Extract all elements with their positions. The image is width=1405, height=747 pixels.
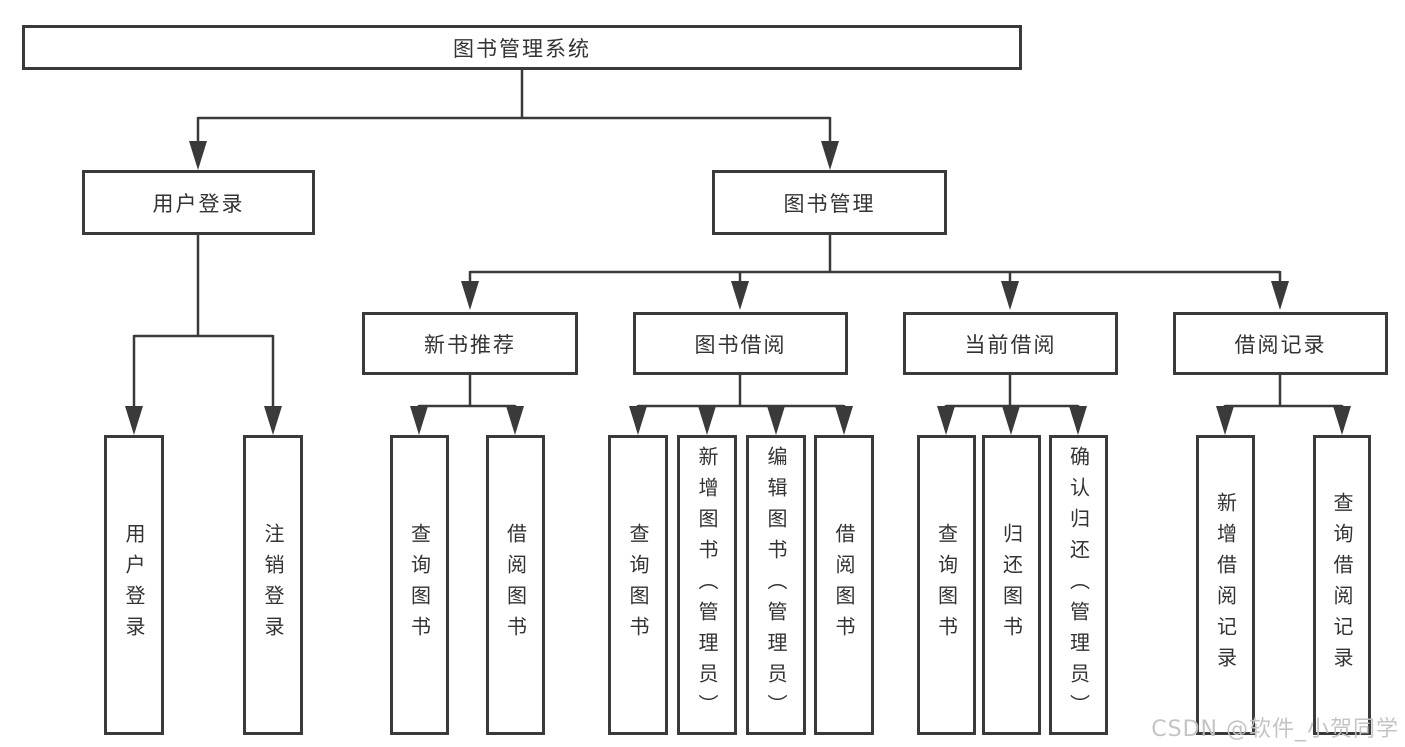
leaf-edit-book-admin: 编辑图书（管理员） xyxy=(746,435,806,735)
node-current-borrow-label: 当前借阅 xyxy=(964,332,1057,357)
node-new-book-recommend: 新书推荐 xyxy=(362,312,578,375)
leaf-query-book-1-label: 查询图书 xyxy=(407,523,432,647)
node-book-borrow-label: 图书借阅 xyxy=(694,332,787,357)
node-book-borrow: 图书借阅 xyxy=(633,312,848,375)
leaf-query-book-2: 查询图书 xyxy=(608,435,668,735)
leaf-return-book: 归还图书 xyxy=(982,435,1041,735)
arrowheads xyxy=(125,141,1351,435)
node-user-login: 用户登录 xyxy=(82,170,315,235)
node-user-login-label: 用户登录 xyxy=(152,191,245,216)
leaf-edit-book-admin-label: 编辑图书（管理员） xyxy=(764,445,788,725)
node-new-book-recommend-label: 新书推荐 xyxy=(424,332,516,357)
leaf-user-login-label: 用户登录 xyxy=(122,523,146,647)
node-book-management: 图书管理 xyxy=(712,170,947,235)
leaf-query-borrow-record-label: 查询借阅记录 xyxy=(1330,492,1354,678)
leaf-logout-label: 注销登录 xyxy=(261,523,285,647)
leaf-add-book-admin-label: 新增图书（管理员） xyxy=(695,445,719,725)
leaf-borrow-book-2-label: 借阅图书 xyxy=(832,523,856,647)
leaf-borrow-book-2: 借阅图书 xyxy=(814,435,874,735)
node-current-borrow: 当前借阅 xyxy=(903,312,1118,375)
leaf-query-book-1: 查询图书 xyxy=(390,435,449,735)
leaf-confirm-return-admin: 确认归还（管理员） xyxy=(1049,435,1108,735)
csdn-watermark: CSDN @软件_小贺同学 xyxy=(1151,717,1399,742)
leaf-confirm-return-admin-label: 确认归还（管理员） xyxy=(1066,445,1091,725)
leaf-logout: 注销登录 xyxy=(243,435,303,735)
leaf-add-borrow-record: 新增借阅记录 xyxy=(1196,435,1255,735)
node-root-label: 图书管理系统 xyxy=(453,36,591,61)
leaf-query-borrow-record: 查询借阅记录 xyxy=(1313,435,1371,735)
leaf-borrow-book-1-label: 借阅图书 xyxy=(503,523,528,647)
node-borrow-record: 借阅记录 xyxy=(1173,312,1388,375)
leaf-return-book-label: 归还图书 xyxy=(999,523,1024,647)
leaf-add-book-admin: 新增图书（管理员） xyxy=(677,435,737,735)
leaf-query-book-3: 查询图书 xyxy=(917,435,976,735)
leaf-borrow-book-1: 借阅图书 xyxy=(486,435,545,735)
leaf-query-book-2-label: 查询图书 xyxy=(626,523,650,647)
node-root: 图书管理系统 xyxy=(22,25,1022,70)
node-borrow-record-label: 借阅记录 xyxy=(1234,332,1327,357)
leaf-add-borrow-record-label: 新增借阅记录 xyxy=(1213,492,1238,678)
leaf-query-book-3-label: 查询图书 xyxy=(934,523,959,647)
node-book-management-label: 图书管理 xyxy=(783,191,876,216)
leaf-user-login: 用户登录 xyxy=(104,435,164,735)
